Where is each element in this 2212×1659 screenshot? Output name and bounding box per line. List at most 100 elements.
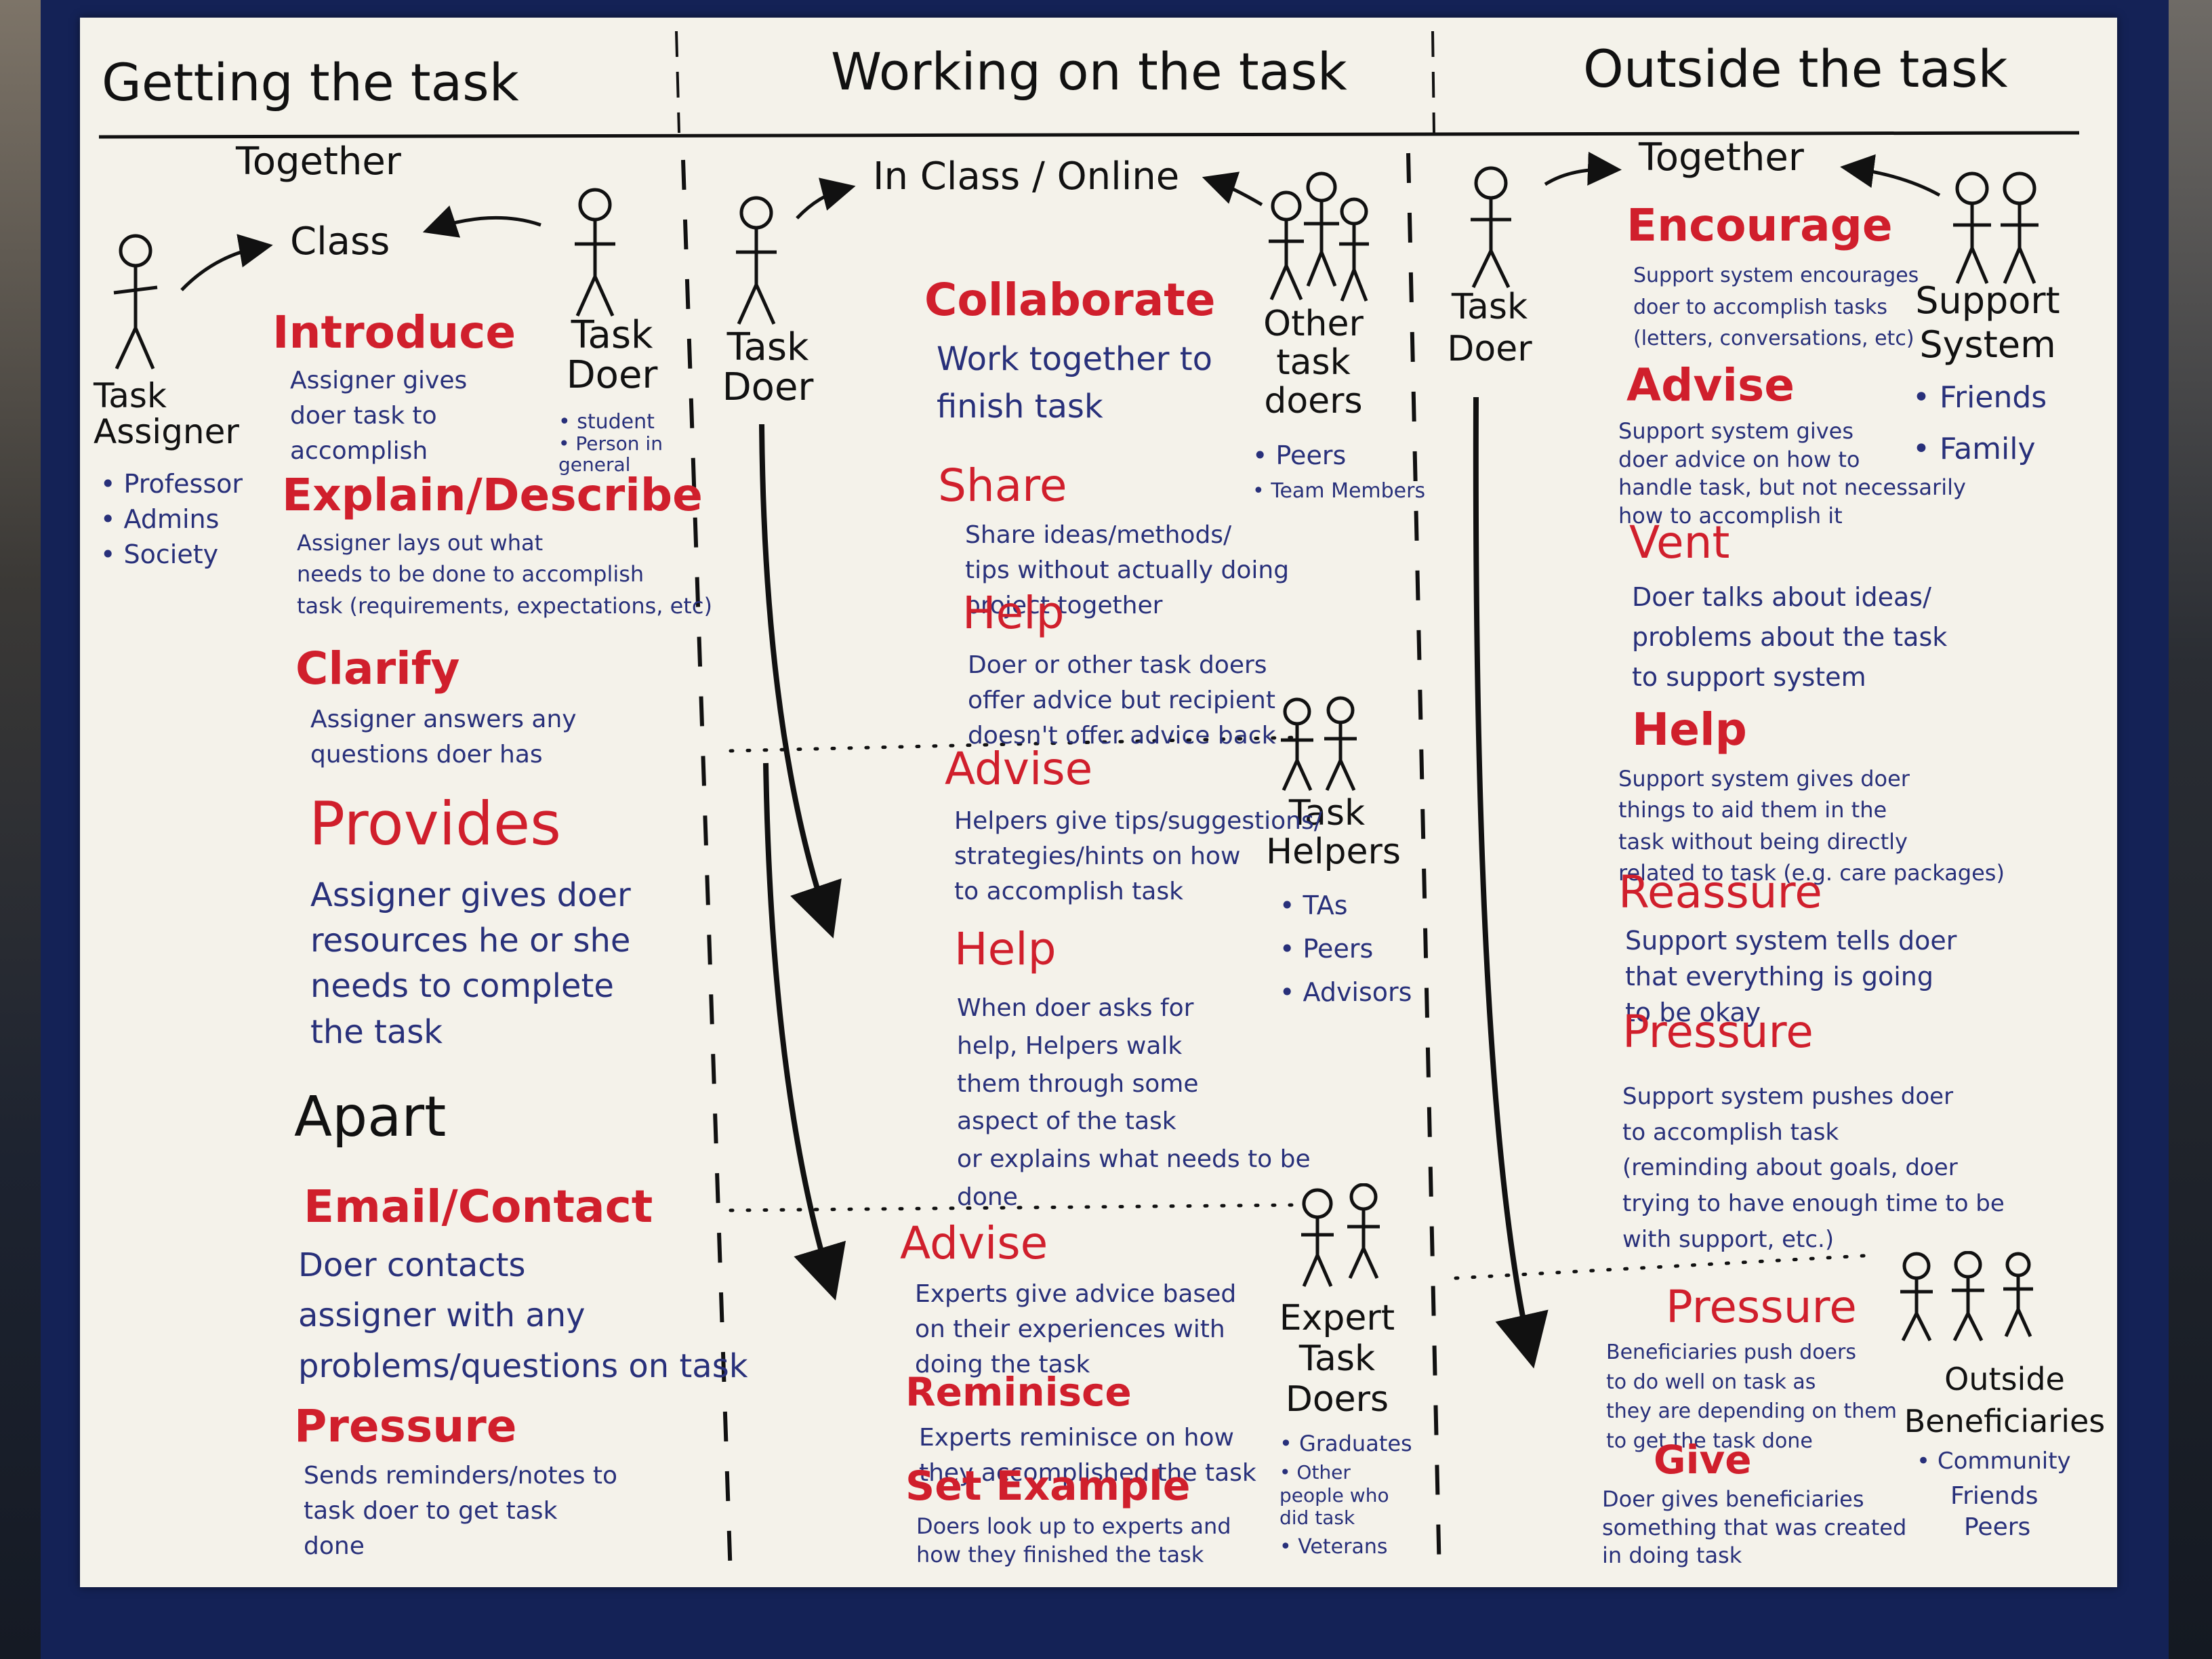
beneficiaries-item-1: • Community <box>1917 1448 2071 1475</box>
support-item-1: • Friends <box>1912 380 2047 415</box>
arrow-others-to-inclass <box>1202 171 1263 207</box>
title-give: Give <box>1654 1437 1752 1483</box>
arrow-support-to-together <box>1840 154 1941 197</box>
helpers-item-3: • Advisors <box>1279 977 1412 1007</box>
label-expert-task-doers: Expert Task Doers <box>1279 1298 1395 1420</box>
text-pressure-beneficiaries: Beneficiaries push doers to do well on t… <box>1606 1340 1897 1453</box>
arrow-doer-down-experts <box>763 762 846 1300</box>
stick-figures-support-system <box>1953 171 2039 284</box>
title-collaborate: Collaborate <box>924 274 1216 326</box>
text-set-example: Doers look up to experts and how they fi… <box>916 1513 1231 1568</box>
header-getting-the-task: Getting the task <box>102 52 519 112</box>
arrow-doer-to-together <box>1544 151 1622 186</box>
label-together: Together <box>236 140 401 184</box>
diagram-lines <box>98 30 2080 1577</box>
dotted-separator-experts <box>729 1203 1302 1212</box>
stick-figures-beneficiaries <box>1900 1251 2033 1342</box>
text-pressure-3: Support system pushes doer to accomplish… <box>1622 1083 2005 1253</box>
title-help-1: Help <box>962 587 1065 639</box>
label-in-class-online: In Class / Online <box>873 155 1180 199</box>
text-pressure-1: Sends reminders/notes to task doer to ge… <box>304 1462 618 1561</box>
stick-figures-expert-doers <box>1301 1183 1380 1287</box>
label-apart: Apart <box>294 1085 447 1149</box>
text-encourage: Support system encourages doer to accomp… <box>1633 264 1919 350</box>
text-vent: Doer talks about ideas/ problems about t… <box>1632 582 1948 692</box>
assigner-item-2: • Admins <box>100 504 220 534</box>
title-share: Share <box>938 459 1067 512</box>
text-introduce: Assigner gives doer task to accomplish <box>290 367 468 466</box>
experts-item-2: • Other people who did task <box>1279 1461 1389 1530</box>
stick-figures-other-doers <box>1269 171 1369 302</box>
text-clarify: Assigner answers any questions doer has <box>310 705 577 769</box>
header-working-on-the-task: Working on the task <box>831 41 1347 102</box>
stick-figures-task-helpers <box>1281 696 1357 792</box>
label-task-doer-1: Task Doer <box>566 313 658 397</box>
arrow-doer-down-beneficiaries <box>1473 396 1549 1369</box>
experts-item-3: • Veterans <box>1279 1535 1388 1559</box>
title-set-example: Set Example <box>905 1462 1191 1510</box>
title-explain-describe: Explain/Describe <box>282 469 703 521</box>
stick-figure-doer-3 <box>1471 166 1511 289</box>
header-separator-2 <box>1431 30 1435 134</box>
dotted-separator-beneficiaries <box>1454 1253 1878 1280</box>
stick-figure-doer-1 <box>575 188 615 317</box>
beneficiaries-item-3: Peers <box>1964 1513 2031 1541</box>
text-provides: Assigner gives doer resources he or she … <box>310 876 631 1051</box>
arrow-doer-down-helpers <box>759 424 842 939</box>
others-item-1: • Peers <box>1252 441 1347 470</box>
title-encourage: Encourage <box>1626 199 1893 251</box>
paper-sheet: Getting the task Working on the task Out… <box>80 18 2117 1587</box>
text-share: Share ideas/methods/ tips without actual… <box>965 521 1290 620</box>
text-help-3: Support system gives doer things to aid … <box>1618 766 2005 886</box>
text-advise-2: Experts give advice based on their exper… <box>915 1280 1237 1379</box>
title-vent: Vent <box>1629 516 1730 569</box>
arrow-doer-to-class <box>422 205 541 238</box>
arrow-doer-to-inclass <box>796 178 856 220</box>
label-task-assigner: Task Assigner <box>94 376 239 451</box>
header-divider <box>98 131 2080 139</box>
stick-figure-assigner <box>113 234 158 370</box>
label-other-task-doers: Other task doers <box>1263 304 1364 422</box>
helpers-item-1: • TAs <box>1279 890 1348 920</box>
text-reassure: Support system tells doer that everythin… <box>1625 926 1957 1028</box>
stick-figure-doer-2 <box>736 196 777 325</box>
assigner-item-1: • Professor <box>100 469 243 499</box>
text-help-2: When doer asks for help, Helpers walk th… <box>957 994 1311 1211</box>
text-advise-3: Support system gives doer advice on how … <box>1618 418 1966 529</box>
title-introduce: Introduce <box>272 306 516 359</box>
doer-item-2: • Person in general <box>558 432 663 476</box>
title-advise-3: Advise <box>1626 359 1795 411</box>
label-support-system: Support System <box>1915 279 2060 366</box>
others-item-2: • Team Members <box>1252 479 1426 503</box>
label-task-doer-3: Task Doer <box>1447 287 1532 370</box>
dotted-separator-helpers <box>729 735 1302 753</box>
title-pressure-beneficiaries: Pressure <box>1666 1281 1857 1333</box>
beneficiaries-item-2: Friends <box>1950 1482 2039 1510</box>
label-class: Class <box>290 220 390 264</box>
text-reminisce: Experts reminisce on how they accomplish… <box>919 1424 1256 1488</box>
label-task-doer-2: Task Doer <box>722 325 814 409</box>
label-task-helpers: Task Helpers <box>1266 793 1401 873</box>
text-email-contact: Doer contacts assigner with any problems… <box>298 1246 748 1385</box>
title-pressure-1: Pressure <box>294 1400 517 1452</box>
title-advise-2: Advise <box>900 1217 1048 1269</box>
title-help-2: Help <box>954 923 1057 975</box>
arrow-assigner-to-class <box>180 234 273 291</box>
assigner-item-3: • Society <box>100 539 219 569</box>
title-help-3: Help <box>1632 703 1747 756</box>
text-collaborate: Work together to finish task <box>937 340 1212 426</box>
title-clarify: Clarify <box>295 642 460 695</box>
experts-item-1: • Graduates <box>1279 1431 1412 1456</box>
label-together-3: Together <box>1639 136 1804 180</box>
title-reminisce: Reminisce <box>905 1369 1132 1415</box>
text-help-1: Doer or other task doers offer advice bu… <box>968 651 1276 750</box>
title-email-contact: Email/Contact <box>304 1181 653 1233</box>
title-advise-1: Advise <box>945 743 1093 795</box>
text-give: Doer gives beneficiaries something that … <box>1602 1486 1907 1569</box>
title-pressure-3: Pressure <box>1622 1006 1814 1058</box>
text-advise-1: Helpers give tips/suggestions/ strategie… <box>954 807 1322 906</box>
label-outside-beneficiaries: Outside Beneficiaries <box>1904 1361 2106 1440</box>
text-explain-describe: Assigner lays out what needs to be done … <box>297 530 712 619</box>
support-item-2: • Family <box>1912 432 2036 466</box>
doer-item-1: • student <box>558 410 655 434</box>
